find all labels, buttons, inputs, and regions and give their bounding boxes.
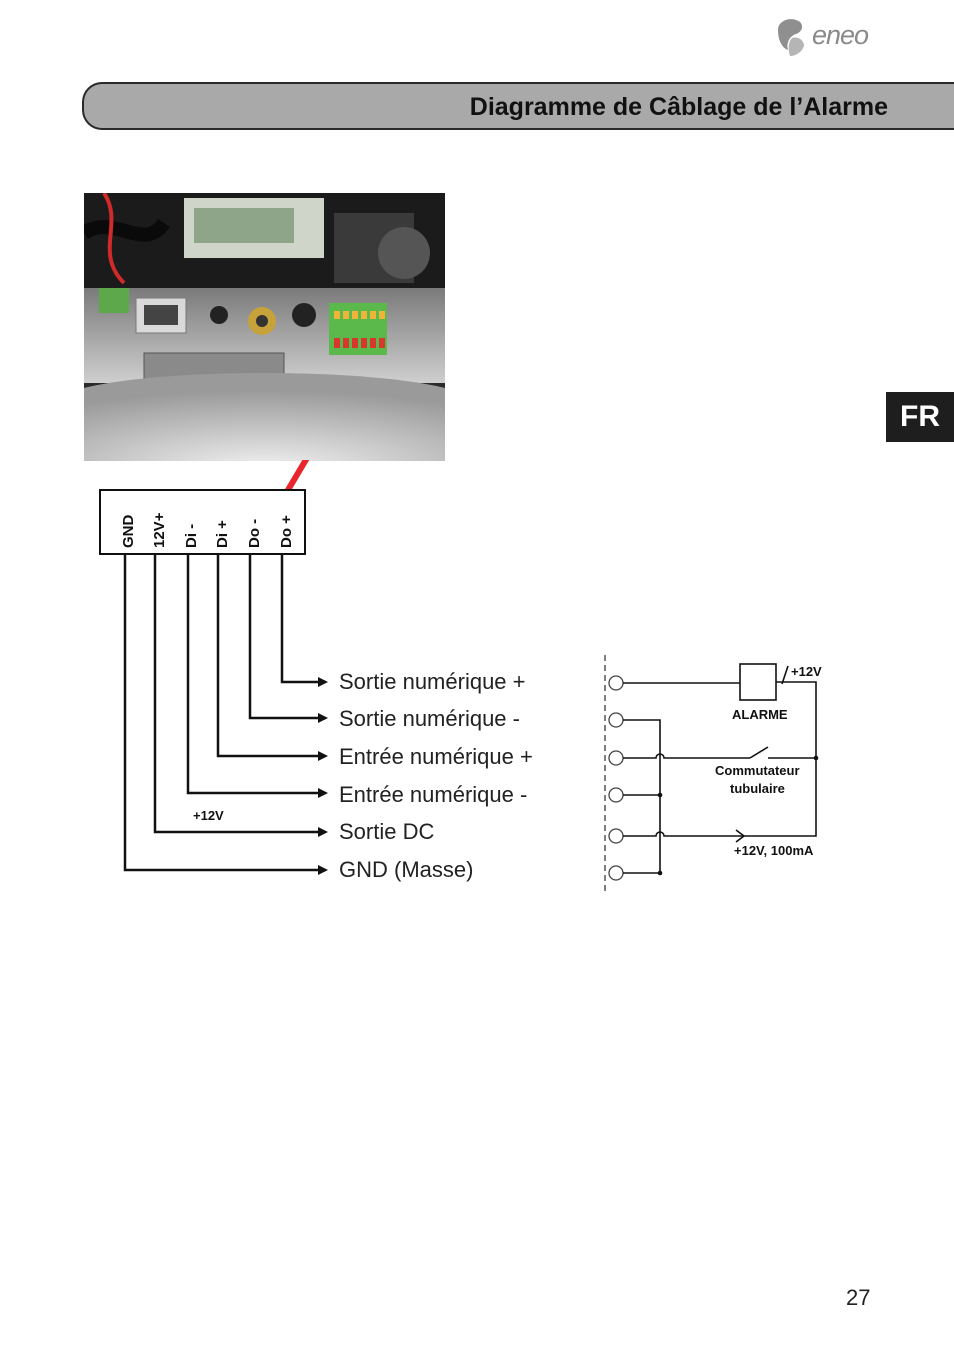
- page-number: 27: [846, 1285, 871, 1310]
- alarm-circuit-diagram: [604, 655, 819, 895]
- eneo-logo-icon: [778, 19, 804, 56]
- terminal-circle-2: [608, 712, 624, 728]
- label-digital-input-minus: Entrée numérique -: [339, 782, 528, 807]
- tubular-switch: [749, 746, 769, 759]
- terminal-circle-5: [608, 828, 624, 844]
- arrowhead-di-plus: [318, 751, 328, 761]
- section-header: Diagramme de Câblage de l’Alarme: [82, 82, 954, 130]
- pin-label-di-minus: Di -: [183, 523, 200, 548]
- wire-di-plus: [216, 554, 325, 758]
- wire-di-minus: [186, 554, 325, 795]
- alarm-device: [739, 663, 777, 701]
- terminal-circle-6: [608, 865, 624, 881]
- arrowhead-12v: [318, 827, 328, 837]
- arrowhead-gnd: [318, 865, 328, 875]
- terminal-block: [99, 489, 306, 555]
- label-gnd: GND (Masse): [339, 857, 474, 882]
- wire-do-plus: [280, 554, 325, 684]
- wire-do-minus: [248, 554, 325, 720]
- brand-name: eneo: [812, 20, 869, 50]
- label-digital-input-plus: Entrée numérique +: [339, 744, 533, 769]
- red-pointer-arrow: [282, 460, 310, 497]
- terminal-circle-4: [608, 787, 624, 803]
- terminal-circle-1: [608, 675, 624, 691]
- circuit-label-switch-line1: Commutateur: [715, 763, 800, 778]
- arrowhead-di-minus: [318, 788, 328, 798]
- page-title: Diagramme de Câblage de l’Alarme: [469, 93, 888, 121]
- language-tab: FR: [886, 392, 954, 442]
- arrowhead-do-minus: [318, 713, 328, 723]
- circuit-label-12v-100ma: +12V, 100mA: [734, 843, 814, 858]
- pin-label-di-plus: Di +: [214, 520, 231, 548]
- wire-gnd: [123, 554, 325, 872]
- circuit-label-switch-line2: tubulaire: [730, 781, 785, 796]
- circuit-label-alarm: ALARME: [732, 707, 788, 722]
- terminal-wiring-diagram: [99, 460, 328, 875]
- label-digital-output-plus: Sortie numérique +: [339, 669, 526, 694]
- terminal-circle-3: [608, 750, 624, 766]
- arrowhead-do-plus: [318, 677, 328, 687]
- label-dc-output: Sortie DC: [339, 819, 435, 844]
- camera-board-photo: [84, 193, 445, 461]
- label-12v-wire: +12V: [193, 808, 224, 823]
- label-digital-output-minus: Sortie numérique -: [339, 706, 520, 731]
- pin-label-gnd: GND: [120, 514, 137, 548]
- circuit-label-12v: +12V: [791, 664, 822, 679]
- wire-12v: [153, 554, 325, 834]
- pin-label-12v: 12V+: [151, 512, 168, 548]
- pin-label-do-minus: Do -: [246, 518, 263, 548]
- current-arrow-icon: [735, 829, 746, 843]
- pin-label-do-plus: Do +: [278, 515, 295, 548]
